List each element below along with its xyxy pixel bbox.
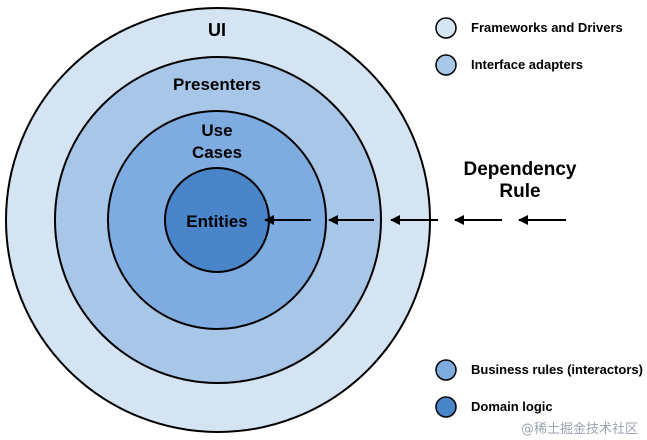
entities-label: Entities [186,212,247,231]
ui-label: UI [208,20,226,40]
legend-item-interface-adapters: Interface adapters [435,54,583,76]
use-cases-label-line1: Use [201,121,232,140]
legend-item-frameworks-and-drivers: Frameworks and Drivers [435,17,623,39]
legend-swatch [435,54,457,76]
legend-item-business-rules: Business rules (interactors) [435,359,643,381]
presenters-label: Presenters [173,75,261,94]
watermark-text: @稀土掘金技术社区 [521,421,638,437]
legend-label: Business rules (interactors) [471,362,643,377]
legend-swatch [435,359,457,381]
legend: Frameworks and Drivers Interface adapter… [435,17,643,418]
dependency-rule-title-line2: Rule [499,181,540,202]
legend-label: Frameworks and Drivers [471,20,623,35]
legend-label: Domain logic [471,399,553,414]
legend-swatch [435,396,457,418]
legend-label: Interface adapters [471,57,583,72]
legend-swatch [435,17,457,39]
dependency-rule-title-line1: Dependency [464,159,577,180]
use-cases-label-line2: Cases [192,143,242,162]
legend-item-domain-logic: Domain logic [435,396,553,418]
